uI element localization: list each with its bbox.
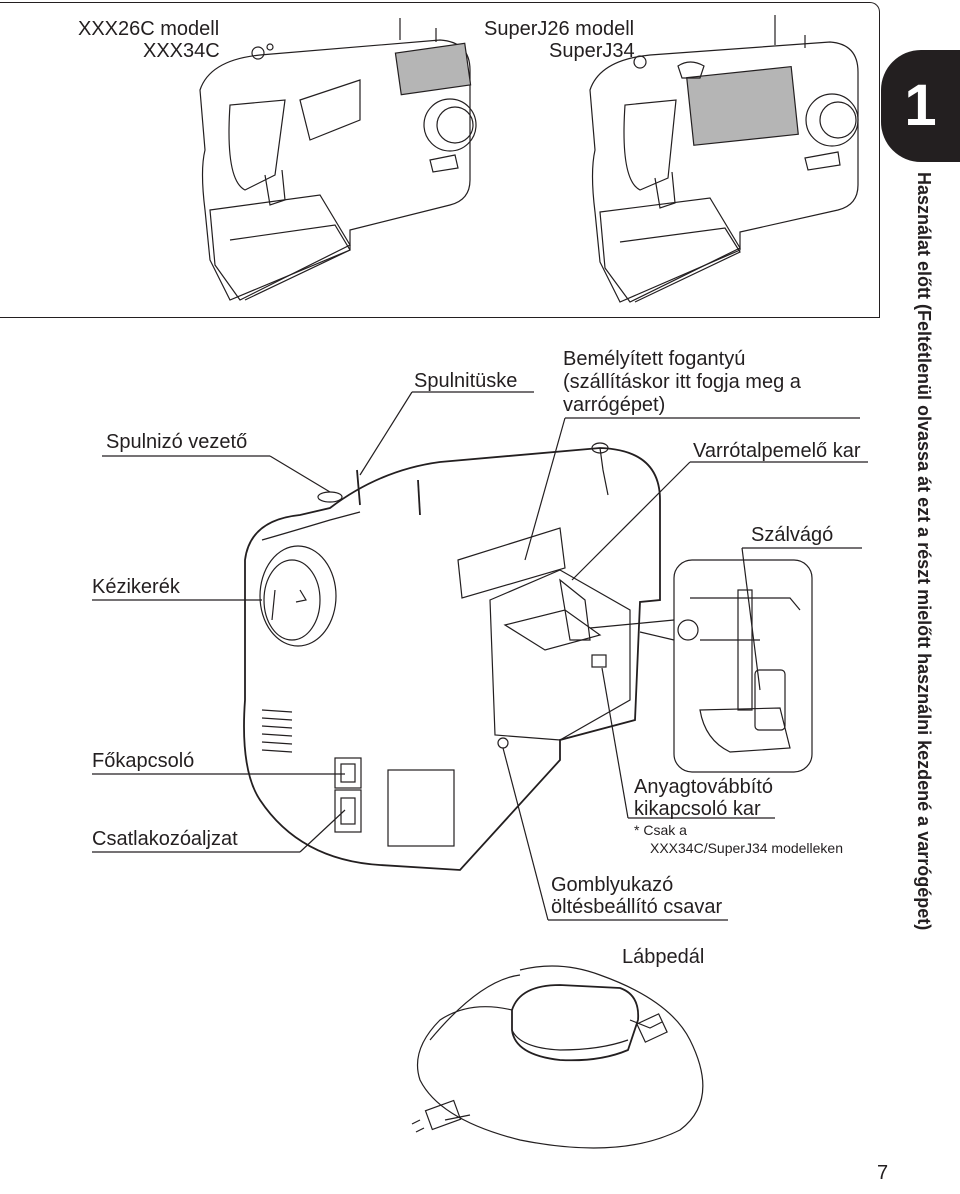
label-fogantyu-2: (szállításkor itt fogja meg a (563, 371, 801, 393)
label-fogantyu-3: varrógépet) (563, 394, 666, 416)
model-left-line2: XXX34C (143, 40, 220, 62)
model-right-line2: SuperJ34 (549, 40, 635, 62)
label-gomblyukazo-1: Gomblyukazó (551, 874, 674, 896)
label-leader-lines (92, 391, 868, 921)
presser-foot-detail-illustration (589, 559, 813, 773)
label-fogantyu-1: Bemélyített fogantyú (563, 348, 746, 370)
model-illustration-frame (0, 2, 880, 318)
label-labpedal: Lábpedál (622, 946, 705, 968)
label-kezikerek: Kézikerék (92, 576, 180, 598)
label-spulnizo: Spulnizó vezető (106, 431, 248, 453)
label-gomblyukazo-2: öltésbeállító csavar (551, 896, 723, 918)
chapter-tab: 1 (881, 50, 960, 162)
label-szalvago: Szálvágó (751, 524, 834, 546)
label-varrotalp: Varrótalpemelő kar (693, 440, 861, 462)
label-spulnituske: Spulnitüske (414, 370, 518, 392)
machine-left-illustration (199, 18, 477, 301)
model-left-line1: XXX26C modell (78, 18, 220, 40)
model-right-line1: SuperJ26 modell (484, 18, 635, 40)
page-number: 7 (877, 1162, 889, 1184)
machine-right-illustration (589, 15, 859, 303)
label-anyag-2: kikapcsoló kar (634, 798, 761, 820)
machine-main-illustration (243, 442, 661, 871)
label-fokapcsolo: Főkapcsoló (92, 750, 195, 772)
chapter-number: 1 (904, 73, 937, 138)
foot-pedal-illustration (411, 965, 704, 1149)
note-line1: * Csak a (634, 822, 687, 838)
note-line2: XXX34C/SuperJ34 modelleken (650, 840, 844, 856)
label-csatlakozo: Csatlakozóaljzat (92, 828, 238, 850)
label-anyag-1: Anyagtovábbító (634, 776, 773, 798)
